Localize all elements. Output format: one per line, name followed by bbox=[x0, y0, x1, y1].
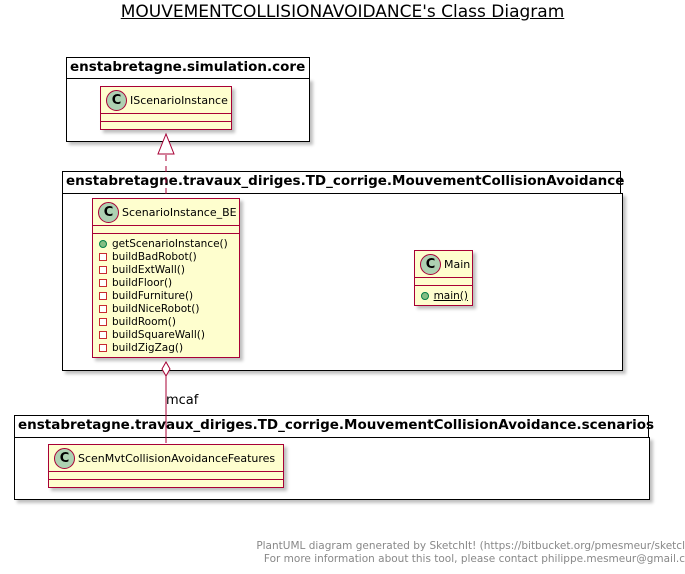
footer-line-2: For more information about this tool, pl… bbox=[263, 553, 685, 565]
operations-section bbox=[49, 479, 283, 487]
private-visibility-icon bbox=[99, 291, 107, 300]
class-header: C ScenarioInstance_BE bbox=[93, 199, 239, 225]
realization-arrowhead bbox=[157, 132, 175, 155]
package-scenarios-label: enstabretagne.travaux_diriges.TD_corrige… bbox=[18, 417, 655, 433]
operations-section: main() bbox=[415, 285, 472, 305]
operation-label: buildFloor() bbox=[112, 276, 173, 289]
diagram-title: MOUVEMENTCOLLISIONAVOIDANCE's Class Diag… bbox=[120, 2, 565, 22]
operation-label: buildRoom() bbox=[112, 315, 176, 328]
operation-item: buildRoom() bbox=[99, 315, 235, 328]
class-main[interactable]: C Main main() bbox=[414, 250, 473, 306]
public-visibility-icon bbox=[99, 239, 107, 248]
public-visibility-icon bbox=[421, 291, 429, 300]
operations-section: getScenarioInstance() buildBadRobot() bu… bbox=[93, 233, 239, 357]
class-name: Main bbox=[444, 257, 471, 271]
operation-label: buildBadRobot() bbox=[112, 250, 197, 263]
class-header: C IScenarioInstance bbox=[101, 87, 231, 113]
class-scen-mvt-collision-avoidance-features[interactable]: C ScenMvtCollisionAvoidanceFeatures bbox=[48, 444, 284, 488]
private-visibility-icon bbox=[99, 304, 107, 313]
class-scenario-instance-be[interactable]: C ScenarioInstance_BE getScenarioInstanc… bbox=[92, 198, 240, 358]
operation-item: buildFurniture() bbox=[99, 289, 235, 302]
private-visibility-icon bbox=[99, 330, 107, 339]
operations-section bbox=[101, 121, 231, 129]
attributes-section bbox=[101, 113, 231, 121]
class-iscenario-instance[interactable]: C IScenarioInstance bbox=[100, 86, 232, 130]
aggregation-diamond bbox=[161, 360, 171, 378]
operation-item: buildZigZag() bbox=[99, 341, 235, 354]
operation-label: buildFurniture() bbox=[112, 289, 194, 302]
class-header: C ScenMvtCollisionAvoidanceFeatures bbox=[49, 445, 283, 471]
operation-item: buildBadRobot() bbox=[99, 250, 235, 263]
package-mca-label: enstabretagne.travaux_diriges.TD_corrige… bbox=[66, 173, 625, 189]
operation-label: buildSquareWall() bbox=[112, 328, 205, 341]
operation-item: buildFloor() bbox=[99, 276, 235, 289]
class-c-icon: C bbox=[54, 447, 75, 469]
class-name: IScenarioInstance bbox=[130, 93, 228, 107]
operation-item: buildExtWall() bbox=[99, 263, 235, 276]
package-core-tab: enstabretagne.simulation.core bbox=[66, 57, 310, 79]
attributes-section bbox=[415, 277, 472, 285]
private-visibility-icon bbox=[99, 265, 107, 274]
operation-label: buildZigZag() bbox=[112, 341, 184, 354]
private-visibility-icon bbox=[99, 343, 107, 352]
footer-line-1: PlantUML diagram generated by SketchIt! … bbox=[256, 540, 685, 552]
private-visibility-icon bbox=[99, 278, 107, 287]
class-name: ScenMvtCollisionAvoidanceFeatures bbox=[78, 451, 276, 465]
aggregation-label: mcaf bbox=[166, 393, 199, 408]
class-header: C Main bbox=[415, 251, 472, 277]
class-c-icon: C bbox=[106, 89, 127, 111]
operation-item: buildNiceRobot() bbox=[99, 302, 235, 315]
operation-label: buildExtWall() bbox=[112, 263, 185, 276]
class-c-icon: C bbox=[420, 253, 441, 275]
package-core-label: enstabretagne.simulation.core bbox=[70, 59, 306, 75]
attributes-section bbox=[93, 225, 239, 233]
class-name: ScenarioInstance_BE bbox=[122, 205, 237, 219]
attributes-section bbox=[49, 471, 283, 479]
package-mca-tab: enstabretagne.travaux_diriges.TD_corrige… bbox=[62, 171, 625, 194]
private-visibility-icon bbox=[99, 317, 107, 326]
operation-label: buildNiceRobot() bbox=[112, 302, 200, 315]
operation-label: getScenarioInstance() bbox=[112, 237, 228, 250]
package-scenarios-tab: enstabretagne.travaux_diriges.TD_corrige… bbox=[14, 415, 654, 438]
operation-item: buildSquareWall() bbox=[99, 328, 235, 341]
operation-label: main() bbox=[433, 289, 468, 302]
operation-item: main() bbox=[421, 289, 468, 302]
class-c-icon: C bbox=[98, 201, 119, 223]
operation-item: getScenarioInstance() bbox=[99, 237, 235, 250]
private-visibility-icon bbox=[99, 252, 107, 261]
